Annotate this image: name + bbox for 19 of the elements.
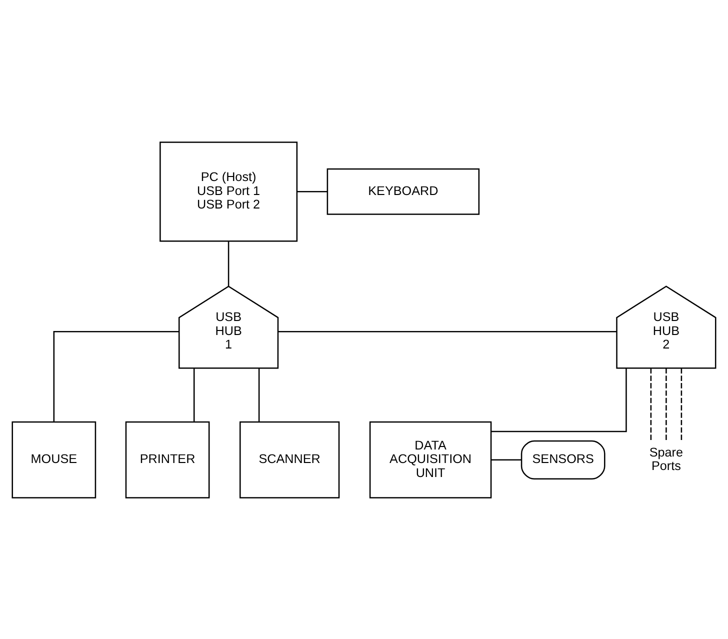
node-box: PC (Host) USB Port 1 USB Port 2: [160, 141, 298, 242]
node-box: SENSORS: [520, 440, 606, 479]
node-box: MOUSE: [12, 420, 96, 498]
connector: [491, 368, 627, 432]
connector: [258, 368, 260, 422]
connector: [53, 330, 179, 422]
node-box: PRINTER: [125, 420, 210, 498]
node-box: KEYBOARD: [326, 168, 480, 214]
connector: [228, 240, 230, 286]
connector: [297, 190, 328, 192]
connector: [193, 368, 195, 422]
connector: [650, 368, 652, 442]
connector: [278, 330, 616, 332]
node-box: SCANNER: [240, 420, 340, 498]
node-text: Spare Ports: [649, 444, 684, 473]
connector: [491, 458, 522, 460]
node-box: DATA ACQUISITION UNIT: [369, 420, 492, 498]
connector: [666, 368, 667, 442]
connector: [680, 368, 682, 442]
